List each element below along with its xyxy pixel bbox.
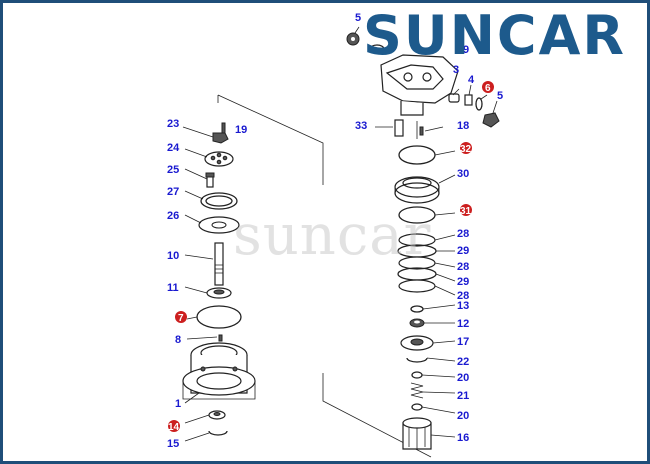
callout-11: 11 bbox=[167, 282, 179, 294]
callout-20-top: 20 bbox=[457, 372, 469, 384]
callout-26: 26 bbox=[167, 210, 179, 222]
callout-8: 8 bbox=[175, 334, 181, 346]
brand-logo: SUNCAR bbox=[363, 4, 626, 67]
callout-23: 23 bbox=[167, 118, 179, 130]
callout-15: 15 bbox=[167, 438, 179, 450]
coupling-16 bbox=[402, 417, 432, 450]
callout-33: 33 bbox=[355, 120, 367, 132]
callout-20-bottom: 20 bbox=[457, 410, 469, 422]
leader-lines-left bbox=[182, 126, 218, 442]
callout-22: 22 bbox=[457, 356, 469, 368]
callout-5-right: 5 bbox=[497, 90, 503, 102]
watermark-text: suncar bbox=[233, 203, 432, 268]
pin-18 bbox=[419, 126, 424, 136]
callout-19: 19 bbox=[235, 124, 247, 136]
plug-3 bbox=[448, 93, 460, 103]
callout-18: 18 bbox=[457, 120, 469, 132]
callout-28-top: 28 bbox=[457, 228, 469, 240]
plate-24 bbox=[204, 151, 234, 167]
snap-ring-15 bbox=[208, 430, 228, 436]
plate-28-bottom bbox=[398, 279, 436, 293]
nut-12 bbox=[409, 318, 425, 328]
plug-9 bbox=[369, 44, 385, 54]
pin-19 bbox=[221, 122, 226, 134]
retainer-30 bbox=[394, 176, 440, 204]
spring-33 bbox=[394, 119, 404, 137]
callout-29-bottom: 29 bbox=[457, 276, 469, 288]
callout-5-top: 5 bbox=[355, 12, 361, 24]
leader-lines-right bbox=[354, 26, 498, 438]
disc-29-bottom bbox=[397, 267, 437, 281]
callout-13: 13 bbox=[457, 300, 469, 312]
callout-17: 17 bbox=[457, 336, 469, 348]
cap-screw-5-top bbox=[346, 32, 360, 46]
marker-32 bbox=[460, 142, 472, 154]
pin-8 bbox=[218, 334, 223, 342]
parts-diagram: 5 9 3 4 6 5 33 18 32 30 31 28 29 28 29 2… bbox=[167, 12, 503, 458]
o-ring-32 bbox=[398, 145, 436, 165]
gear-17 bbox=[400, 335, 434, 351]
callout-28-bottom: 28 bbox=[457, 290, 469, 302]
marker-31 bbox=[460, 204, 472, 216]
callout-31: 31 bbox=[460, 206, 472, 217]
callout-6: 6 bbox=[485, 83, 491, 94]
o-ring-7 bbox=[196, 305, 242, 329]
nut-23 bbox=[212, 132, 229, 144]
callout-30: 30 bbox=[457, 168, 469, 180]
callout-27: 27 bbox=[167, 186, 179, 198]
bearing-11 bbox=[206, 287, 232, 299]
callout-29-top: 29 bbox=[457, 245, 469, 257]
seal-27 bbox=[200, 192, 238, 210]
callout-28-middle: 28 bbox=[457, 261, 469, 273]
ring-20-bottom bbox=[411, 403, 423, 411]
ring-20-top bbox=[411, 371, 423, 379]
callout-1: 1 bbox=[175, 398, 181, 410]
callout-16: 16 bbox=[457, 432, 469, 444]
marker-7 bbox=[175, 311, 187, 323]
guide-line-bottom bbox=[322, 373, 432, 458]
guide-line-left bbox=[217, 94, 324, 185]
spring-21 bbox=[410, 382, 424, 399]
washer-26 bbox=[198, 216, 240, 234]
callout-25: 25 bbox=[167, 164, 179, 176]
snap-ring-22 bbox=[406, 357, 428, 363]
callout-32: 32 bbox=[460, 144, 472, 155]
bolt-25 bbox=[205, 172, 215, 188]
callout-21: 21 bbox=[457, 390, 469, 402]
housing-1 bbox=[182, 342, 256, 400]
spring-4 bbox=[464, 94, 473, 106]
callout-10: 10 bbox=[167, 250, 179, 262]
callout-24: 24 bbox=[167, 142, 180, 154]
plug-5-right bbox=[482, 112, 500, 128]
callout-14: 14 bbox=[168, 422, 180, 433]
callout-9: 9 bbox=[463, 44, 469, 56]
nut-14 bbox=[208, 410, 226, 420]
valve-body bbox=[380, 54, 459, 116]
marker-6 bbox=[482, 81, 494, 93]
callout-4: 4 bbox=[468, 74, 475, 86]
shaft-10 bbox=[214, 242, 224, 286]
callout-12: 12 bbox=[457, 318, 469, 330]
callout-7: 7 bbox=[178, 313, 184, 324]
marker-14 bbox=[168, 420, 180, 432]
o-ring-6 bbox=[475, 97, 483, 111]
callout-3: 3 bbox=[453, 64, 459, 76]
ring-13 bbox=[410, 305, 424, 313]
